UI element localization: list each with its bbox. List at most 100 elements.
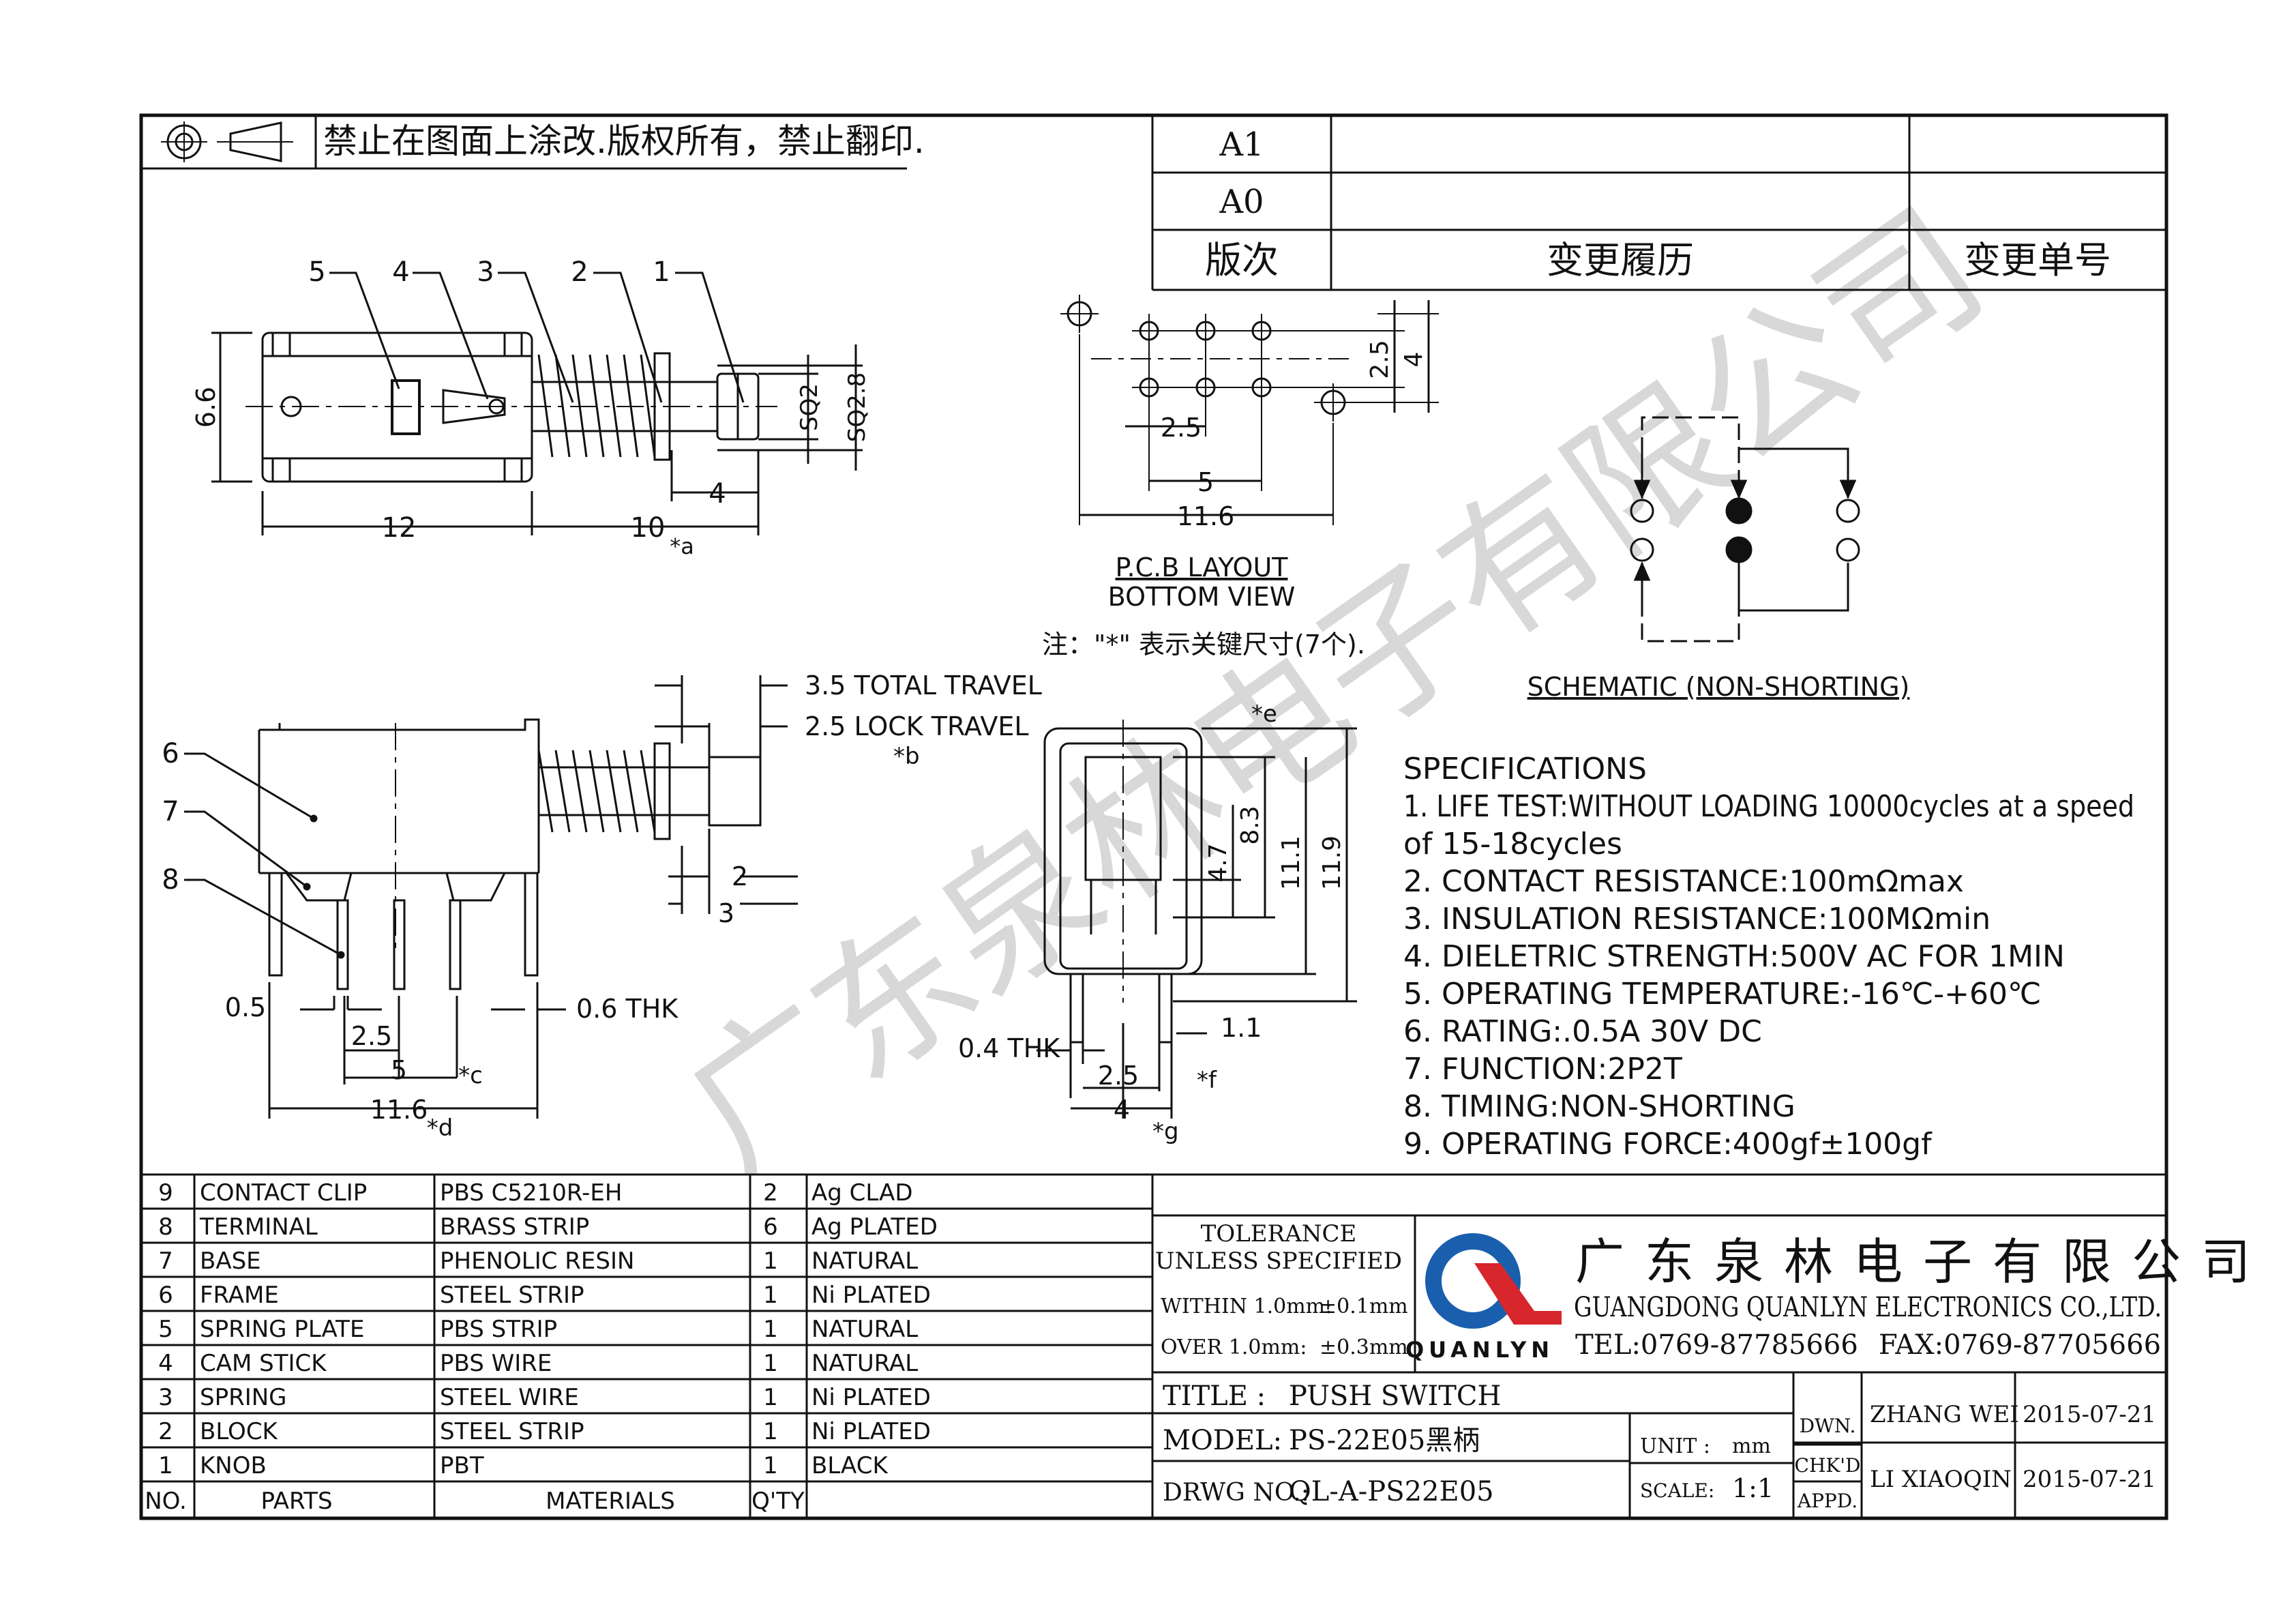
bom-qty: 1 bbox=[763, 1452, 778, 1479]
bom-header-parts: PARTS bbox=[260, 1488, 332, 1515]
bom-part: KNOB bbox=[200, 1452, 267, 1479]
bom-material: PHENOLIC RESIN bbox=[440, 1247, 634, 1275]
spec-line: 7. FUNCTION:2P2T bbox=[1403, 1052, 1682, 1087]
rev-a0: A0 bbox=[1219, 183, 1264, 221]
bom-no: 5 bbox=[158, 1316, 173, 1343]
dim-sq2: SQ2 bbox=[796, 383, 823, 431]
pcb-note: 注："*" 表示关键尺寸(7个). bbox=[1042, 630, 1365, 660]
bom-part: FRAME bbox=[200, 1282, 279, 1309]
prohibit-strip: 禁止在图面上涂改.版权所有，禁止翻印. bbox=[141, 115, 925, 170]
end-mark-e: *e bbox=[1251, 700, 1277, 728]
schematic-title: SCHEMATIC (NON-SHORTING) bbox=[1527, 672, 1910, 702]
travel-total: 3.5 TOTAL TRAVEL bbox=[805, 670, 1042, 700]
specifications: SPECIFICATIONS 1. LIFE TEST:WITHOUT LOAD… bbox=[1403, 752, 2134, 1162]
spec-line: of 15-18cycles bbox=[1403, 827, 1622, 861]
logo-text: QUANLYN bbox=[1405, 1337, 1554, 1363]
bom-no: 7 bbox=[158, 1247, 173, 1275]
side-dim-0-5: 0.5 bbox=[225, 992, 266, 1022]
end-dim-4: 4 bbox=[1114, 1095, 1130, 1125]
title-block-lines bbox=[1152, 1173, 2166, 1518]
drwg-value: QL-A-PS22E05 bbox=[1289, 1476, 1494, 1507]
top-view bbox=[211, 271, 863, 535]
side-dim-pitch: 2.5 bbox=[351, 1021, 392, 1051]
callout-8: 8 bbox=[162, 864, 179, 896]
rev-header-ecn: 变更单号 bbox=[1964, 239, 2111, 282]
bom-part: CONTACT CLIP bbox=[200, 1179, 367, 1207]
side-dim-2: 2 bbox=[732, 861, 748, 891]
bom-finish: NATURAL bbox=[811, 1350, 918, 1377]
bom-qty: 1 bbox=[763, 1316, 778, 1343]
pcb-layout bbox=[1060, 295, 1439, 525]
bom-finish: BLACK bbox=[811, 1452, 889, 1479]
callout-7: 7 bbox=[162, 796, 179, 827]
model-value: PS-22E05黑柄 bbox=[1289, 1425, 1480, 1456]
bom-material: STEEL STRIP bbox=[440, 1282, 584, 1309]
title-value: PUSH SWITCH bbox=[1289, 1381, 1501, 1412]
spec-line: 9. OPERATING FORCE:400gf±100gf bbox=[1403, 1127, 1933, 1162]
rev-a1: A1 bbox=[1219, 126, 1264, 164]
drwg-label: DRWG NO.: bbox=[1163, 1479, 1309, 1507]
callout-6: 6 bbox=[162, 738, 179, 769]
dwn-date: 2015-07-21 bbox=[2023, 1401, 2156, 1428]
tolerance-sub: UNLESS SPECIFIED bbox=[1155, 1247, 1402, 1275]
company-info: 广东泉林电子有限公司 GUANGDONG QUANLYN ELECTRONICS… bbox=[1574, 1233, 2250, 1361]
schematic bbox=[1630, 416, 1860, 643]
side-dim-5-mark: *c bbox=[458, 1062, 483, 1089]
side-dim-thk: 0.6 THK bbox=[576, 994, 679, 1024]
company-fax: FAX:0769-87705666 bbox=[1879, 1329, 2161, 1361]
bom-part: CAM STICK bbox=[200, 1350, 327, 1377]
bom-no: 9 bbox=[158, 1179, 173, 1207]
bom-material: PBS C5210R-EH bbox=[440, 1179, 622, 1207]
tolerance-block: TOLERANCE UNLESS SPECIFIED WITHIN 1.0mm:… bbox=[1155, 1220, 1408, 1359]
bom-qty: 1 bbox=[763, 1418, 778, 1445]
end-dim-8-3: 8.3 bbox=[1236, 806, 1264, 844]
bom-part: BASE bbox=[200, 1247, 261, 1275]
pcb-subtitle: BOTTOM VIEW bbox=[1108, 582, 1296, 612]
bom-no: 3 bbox=[158, 1384, 173, 1411]
bom-no: 1 bbox=[158, 1452, 173, 1479]
over-value: ±0.3mm bbox=[1320, 1335, 1408, 1359]
within-label: WITHIN 1.0mm: bbox=[1161, 1295, 1332, 1318]
over-label: OVER 1.0mm: bbox=[1161, 1335, 1307, 1359]
bom-table bbox=[141, 1173, 1154, 1518]
side-dim-5: 5 bbox=[391, 1055, 407, 1085]
side-view-labels: 6 7 8 3.5 TOTAL TRAVEL 2.5 LOCK TRAVEL *… bbox=[162, 670, 1042, 1142]
dim-plunger-10: 10 bbox=[631, 512, 666, 544]
spec-line: 6. RATING:.0.5A 30V DC bbox=[1403, 1014, 1762, 1049]
company-tel: TEL:0769-87785666 bbox=[1575, 1329, 1858, 1361]
end-dim-4-7: 4.7 bbox=[1204, 843, 1232, 882]
bom-material: STEEL STRIP bbox=[440, 1418, 584, 1445]
appd-label: APPD. bbox=[1797, 1490, 1858, 1512]
within-value: ±0.1mm bbox=[1320, 1295, 1408, 1318]
tolerance-title: TOLERANCE bbox=[1201, 1220, 1357, 1247]
bom-finish: Ag PLATED bbox=[811, 1213, 938, 1241]
revision-table: A1 A0 版次 变更履历 变更单号 bbox=[1151, 115, 2166, 291]
bom-finish: NATURAL bbox=[811, 1247, 918, 1275]
spec-line: 8. TIMING:NON-SHORTING bbox=[1403, 1089, 1795, 1124]
bom-qty: 1 bbox=[763, 1247, 778, 1275]
unit-label: UNIT : bbox=[1640, 1434, 1710, 1458]
scale-label: SCALE: bbox=[1640, 1479, 1714, 1502]
dim-height-6-6: 6.6 bbox=[191, 387, 221, 428]
bom-finish: NATURAL bbox=[811, 1316, 918, 1343]
bom-qty: 1 bbox=[763, 1282, 778, 1309]
pcb-height-4: 4 bbox=[1400, 352, 1428, 368]
bom-part: TERMINAL bbox=[199, 1213, 318, 1241]
chk-date: 2015-07-21 bbox=[2023, 1466, 2156, 1493]
end-dim-11-9: 11.9 bbox=[1318, 836, 1346, 890]
pcb-width: 11.6 bbox=[1177, 501, 1235, 531]
bom-material: PBS WIRE bbox=[440, 1350, 552, 1377]
bom-material: PBS STRIP bbox=[440, 1316, 557, 1343]
travel-mark: *b bbox=[893, 743, 920, 770]
end-dim-2-5: 2.5 bbox=[1098, 1061, 1139, 1091]
bom-qty: 1 bbox=[763, 1384, 778, 1411]
prohibit-text: 禁止在图面上涂改.版权所有，禁止翻印. bbox=[323, 121, 925, 161]
end-dim-4-mark: *g bbox=[1152, 1118, 1179, 1145]
bom-finish: Ni PLATED bbox=[811, 1282, 931, 1309]
company-logo: QUANLYN bbox=[1405, 1233, 1562, 1363]
bom-part: SPRING PLATE bbox=[200, 1316, 364, 1343]
dim-plunger-mark: *a bbox=[670, 533, 694, 559]
chk-name: LI XIAOQIN bbox=[1870, 1466, 2012, 1493]
title-info: TITLE : PUSH SWITCH MODEL: PS-22E05黑柄 DR… bbox=[1163, 1381, 2156, 1512]
bom-part: SPRING bbox=[200, 1384, 287, 1411]
